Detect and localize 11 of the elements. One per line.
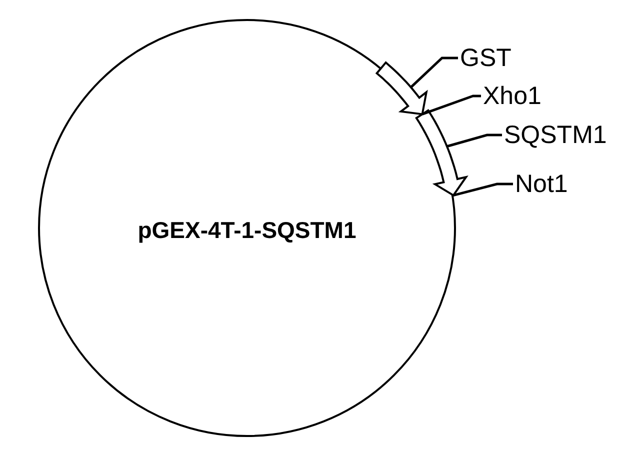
leader-line [410,56,458,88]
leader-line [446,134,502,148]
gene-label: SQSTM1 [504,121,607,149]
restriction-site-label: Xho1 [483,82,542,110]
restriction-site-label: Not1 [515,170,568,198]
leader-line [453,182,513,197]
plasmid-name: pGEX-4T-1-SQSTM1 [138,216,356,244]
gene-arrow [375,61,428,116]
leader-line [422,94,481,116]
gene-label: GST [460,44,512,72]
gene-arrow [415,109,468,197]
